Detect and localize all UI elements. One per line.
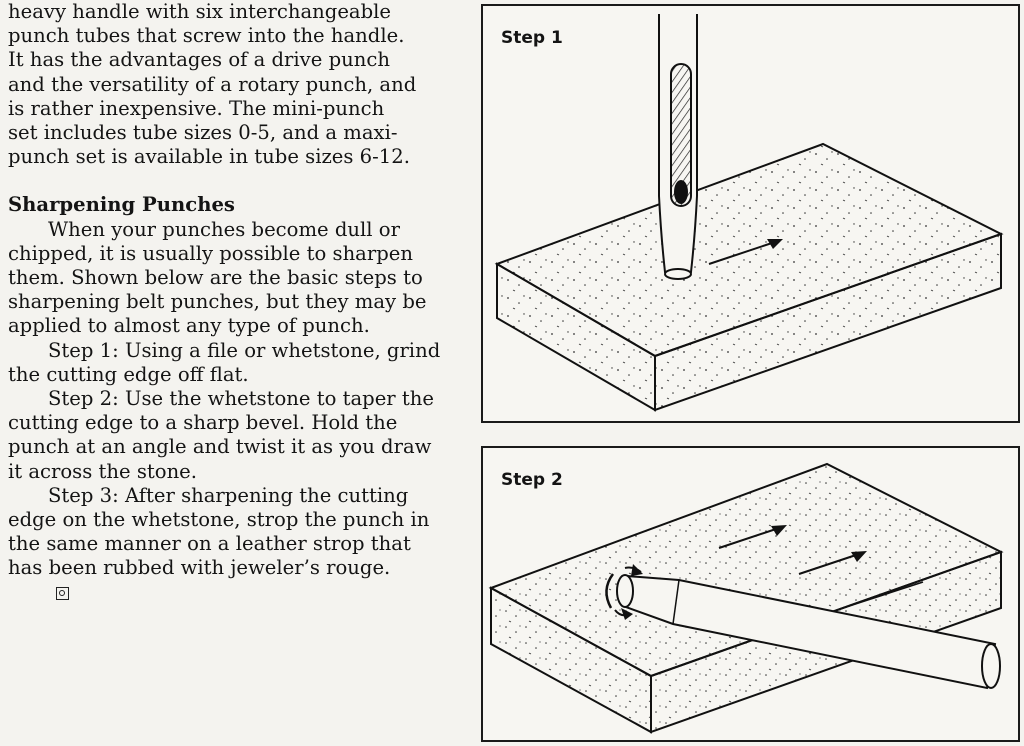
figure-step2-label: Step 2 [501,470,563,490]
step3-text: Step 3: After sharpening the cutting edg… [8,483,430,580]
intro-line-5: is rather inexpensive. The mini-punch [8,96,385,120]
figure-step1-label: Step 1 [501,28,563,48]
twist-arrow-bottom-icon [621,608,633,620]
whetstone-side [654,232,1002,412]
intro-line-6: set includes tube sizes 0-5, and a maxi- [8,121,398,145]
step2-illustration [488,462,1004,734]
direction-arrow-icon [767,239,783,249]
paragraph-sharpening: When your punches become dull or chipped… [8,217,427,338]
direction-arrow-1-icon [771,525,787,536]
figure-step1: Step 1 [481,4,1020,423]
figure-step2: Step 2 [481,446,1020,742]
intro-line-2: punch tubes that screw into the handle. [8,24,405,48]
intro-line-4: and the versatility of a rotary punch, a… [8,72,417,96]
step1-illustration [494,14,1004,412]
intro-line-3: It has the advantages of a drive punch [8,48,390,72]
paragraph-step3: Step 3: After sharpening the cutting edg… [8,484,448,605]
section-heading: Sharpening Punches [8,193,235,217]
end-of-article-icon [56,586,69,600]
intro-line-1: heavy handle with six interchangeable [8,0,392,23]
article-text: heavy handle with six interchangeable pu… [8,0,448,605]
intro-line-7: punch set is available in tube sizes 6-1… [8,145,410,169]
paragraph-step1: Step 1: Using a file or whetstone, grind… [8,338,441,386]
direction-arrow-2-icon [851,551,867,562]
paragraph-step2: Step 2: Use the whetstone to taper the c… [8,387,434,483]
twist-arrow-top-icon [631,564,643,576]
